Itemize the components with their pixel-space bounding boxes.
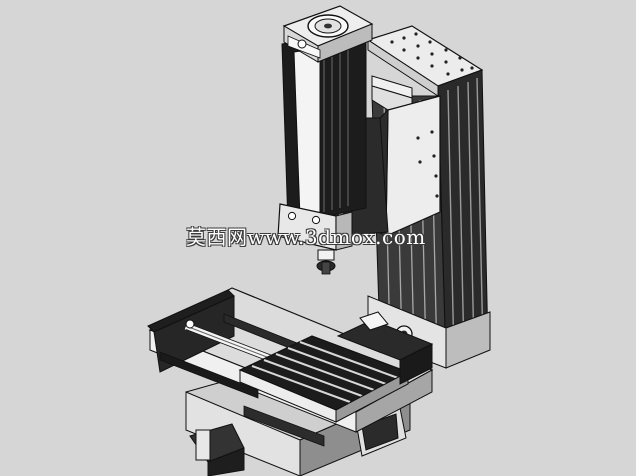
watermark-text: 莫西网www.3dmox.com: [186, 225, 426, 249]
spindle-motor: [277, 5, 374, 275]
x-axis-bed: [147, 287, 434, 447]
